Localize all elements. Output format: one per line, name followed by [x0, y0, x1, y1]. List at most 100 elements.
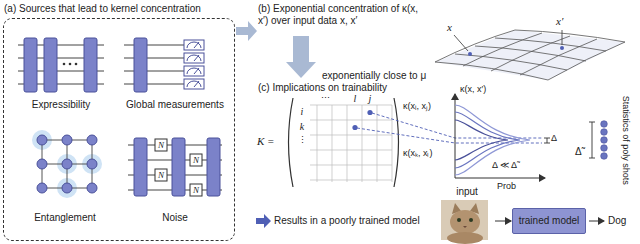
grid-line [377, 105, 378, 182]
meter-arc [187, 42, 201, 48]
mesh-line [491, 36, 570, 71]
circuit-measurement [124, 45, 184, 84]
noise-box [155, 169, 167, 181]
meter-box [184, 53, 204, 63]
label-text: κ(xᵢ, xⱼ) [403, 101, 431, 111]
grid-line [310, 105, 392, 106]
label-text: x′ [556, 15, 563, 28]
gate-block [134, 138, 147, 196]
label-text: κ(x, x′) [460, 84, 486, 94]
axis [455, 94, 456, 178]
distribution-curve [455, 105, 530, 175]
label-text: x [447, 21, 452, 34]
qubit-wire [124, 58, 184, 59]
mesh-line [455, 54, 567, 70]
cat-eye [457, 218, 461, 222]
image-node: input [440, 186, 494, 241]
lattice-sites [37, 135, 97, 193]
shot-samples [601, 121, 608, 160]
sample-dot [601, 145, 608, 152]
panel: (a) Sources that lead to kernel concentr… [3, 3, 235, 241]
bracket-line [547, 138, 548, 143]
label-text: (c) Implications on trainability [258, 82, 387, 94]
matrix-bracket [394, 98, 399, 187]
flow-arrow [236, 21, 257, 41]
gate-block [24, 38, 37, 92]
distribution-curve [455, 112, 520, 168]
label-text: Entanglement [15, 212, 115, 224]
mesh-line [515, 30, 625, 42]
gate-block [134, 38, 147, 92]
gate-block [44, 38, 57, 92]
grid-line [310, 135, 392, 136]
meter-needle [194, 68, 199, 74]
label-text: N [155, 139, 167, 151]
label-text: j [365, 93, 375, 105]
kernel-surface [435, 30, 625, 80]
gate-block [172, 138, 185, 196]
gate-block [207, 138, 220, 196]
label-text: i [297, 106, 307, 118]
label-text: Δ ≪ Δ̃ [492, 160, 517, 170]
bracket-line [544, 138, 550, 139]
sample-dot [601, 129, 608, 136]
qubit-site [62, 159, 72, 169]
noise-box [155, 139, 167, 151]
mesh-line [475, 46, 586, 61]
pointer-line [454, 35, 468, 51]
result-arrow-icon [256, 214, 271, 228]
meter-box [184, 66, 204, 76]
mesh-line [495, 38, 606, 51]
grid-line [310, 180, 392, 181]
bracket-line [589, 158, 595, 159]
qubit-site [87, 159, 97, 169]
qubit-site [87, 135, 97, 145]
grid-line [347, 105, 348, 182]
noise-box [190, 184, 202, 196]
axis [455, 178, 545, 179]
label-text: Global measurements [120, 99, 230, 111]
label-text: N [190, 154, 202, 166]
label-text: ⋯ [318, 93, 332, 103]
distribution-curve [455, 120, 508, 160]
qubit-wire [124, 71, 184, 72]
connector-arrow [495, 221, 511, 222]
grid-line [362, 105, 363, 182]
pointer-line [562, 30, 563, 45]
label-text: Δ̃ [575, 146, 582, 158]
cat-picture [441, 200, 488, 244]
cat-head [450, 210, 480, 234]
meter-box [184, 40, 204, 50]
label-text: exponentially close to μ [322, 70, 426, 82]
node-text: input [440, 186, 494, 198]
meter-symbol [184, 40, 204, 89]
label-text: Prob [497, 181, 516, 191]
qubit-site [37, 183, 47, 193]
cat-nose [463, 226, 467, 228]
label-text: k [297, 121, 307, 133]
matrix-entry [367, 110, 372, 115]
delta-bracket [544, 122, 595, 158]
label-text: N [155, 169, 167, 181]
qubit-wire [124, 84, 184, 85]
meter-needle [194, 81, 199, 87]
qubit-site [62, 135, 72, 145]
bracket-line [589, 122, 595, 123]
label-text: Results in a poorly trained model [274, 215, 420, 227]
meter-needle [194, 42, 199, 48]
label-text: Dog [608, 215, 626, 227]
meter-arc [187, 81, 201, 87]
qubit-site [37, 159, 47, 169]
label-text: N [190, 184, 202, 196]
label-text: Δ [551, 133, 557, 143]
meter-needle [194, 55, 199, 61]
grid-line [392, 105, 393, 182]
panel-heading: (a) Sources that lead to kernel concentr… [4, 3, 201, 15]
bracket-line [592, 122, 593, 158]
meter-box [184, 79, 204, 89]
flow-arrow [286, 36, 316, 78]
meter-arc [187, 68, 201, 74]
qubit-site [37, 135, 47, 145]
matrix-entry [352, 125, 357, 130]
